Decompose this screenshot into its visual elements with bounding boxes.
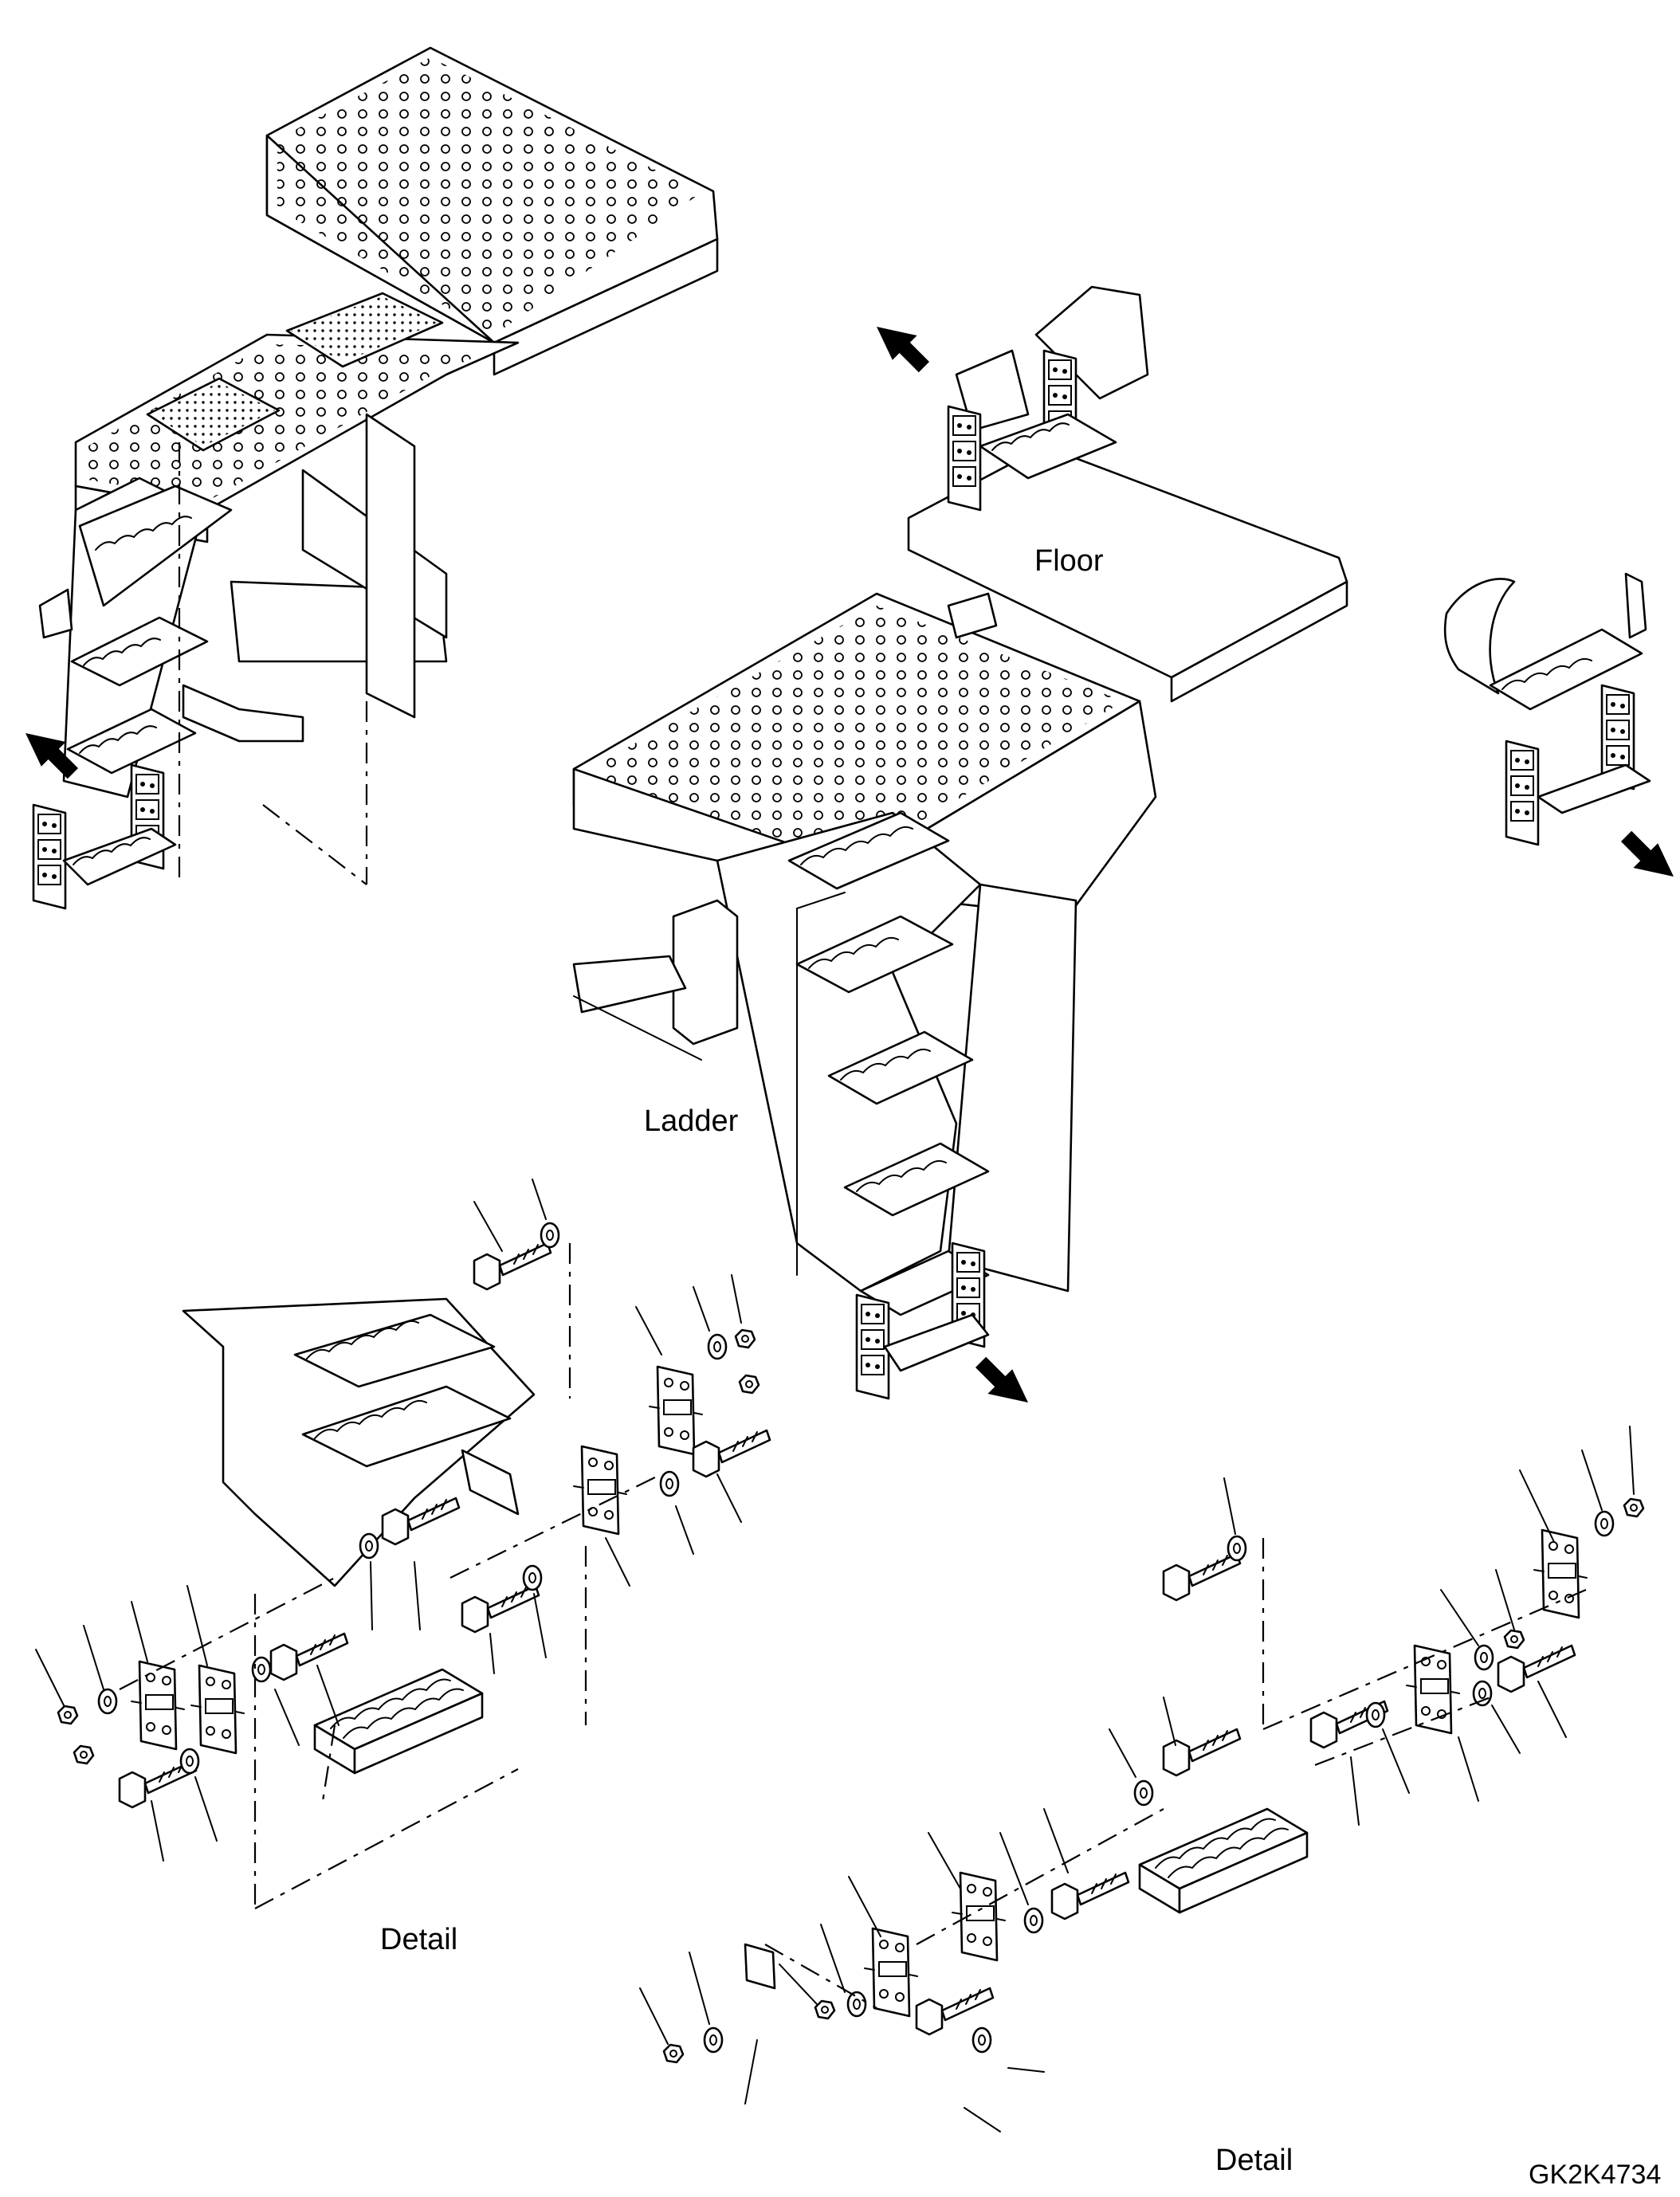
ladder-label: Ladder xyxy=(644,1104,739,1138)
washer-icon xyxy=(540,1222,560,1249)
callout-arrow-icon xyxy=(877,327,929,373)
left-detail-exploded xyxy=(35,1179,771,1909)
step-icon xyxy=(313,1668,484,1775)
top-left-stair-assembly xyxy=(26,46,719,910)
nut-icon xyxy=(734,1328,756,1349)
callout-arrow-icon xyxy=(975,1356,1028,1403)
right-detail-exploded xyxy=(639,1426,1645,2132)
detail-label-right: Detail xyxy=(1215,2144,1293,2177)
right-step-unit xyxy=(1443,572,1674,877)
bolt-icon xyxy=(473,1242,552,1291)
drawing-code: GK2K4734 xyxy=(1529,2160,1662,2190)
callout-arrow-icon xyxy=(1621,830,1674,877)
center-floor-and-ladder xyxy=(572,285,1348,1403)
floor-label: Floor xyxy=(1034,544,1104,578)
detail-label-left: Detail xyxy=(380,1923,458,1956)
